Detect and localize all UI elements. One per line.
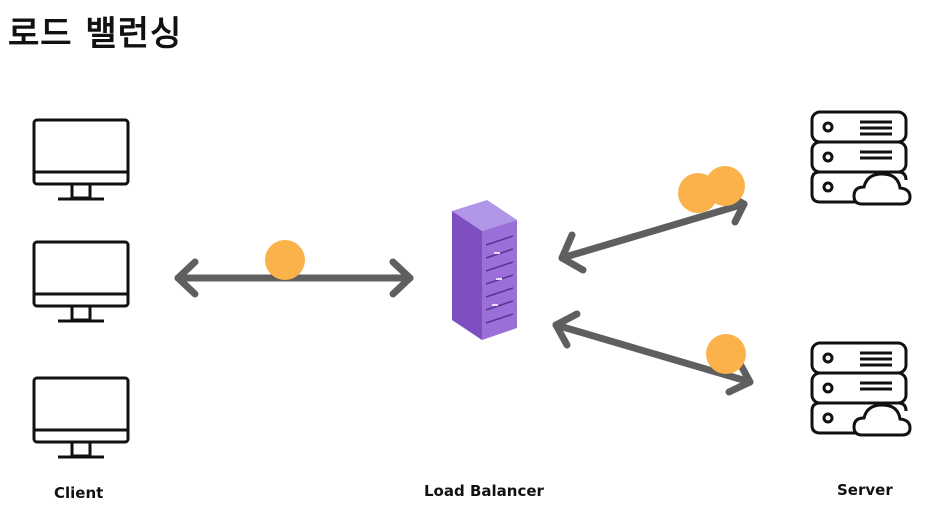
client-monitor-3	[32, 376, 130, 459]
client-lb-arrow	[174, 258, 414, 298]
client-monitor-2	[32, 240, 130, 323]
server-cloud-icon-top	[810, 110, 912, 206]
packet-3	[678, 173, 718, 213]
lb-server-bottom-arrow	[552, 310, 754, 396]
server-label: Server	[837, 481, 893, 499]
client-label: Client	[54, 484, 104, 502]
load-balancer-rack-icon	[452, 200, 517, 340]
packet-4	[706, 334, 746, 374]
lb-server-top-arrow	[558, 190, 748, 274]
server-cloud-icon-bottom	[810, 341, 912, 437]
client-monitor-1	[32, 118, 130, 201]
page-title: 로드 밸런싱	[8, 14, 183, 54]
load-balancer-label: Load Balancer	[424, 482, 544, 500]
packet-1	[265, 240, 305, 280]
